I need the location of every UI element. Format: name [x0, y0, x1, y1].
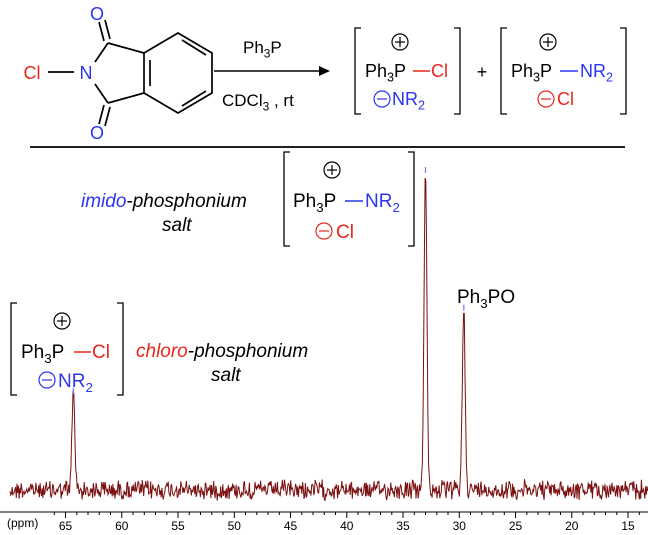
x-axis: 65 60 55 50 45 40 35 30 25 20 15 (ppm) [0, 511, 648, 533]
chloro-salt-label-line2: salt [211, 365, 241, 386]
c1-o-bond-a [98, 21, 105, 42]
chloro-salt-bracket [10, 302, 124, 396]
nmr-spectrum [9, 167, 648, 502]
product-2-cation: Ph3P [511, 61, 552, 85]
chloro-salt-minus-charge [38, 371, 56, 389]
product-1-anion: NR2 [392, 89, 425, 113]
x-tick-label: 65 [59, 519, 73, 533]
n-c2-bond [94, 83, 109, 104]
c1-o-bond-b [104, 19, 111, 40]
reagent-label: Ph3P [243, 38, 282, 60]
product-1-chlorine: Cl [431, 61, 448, 81]
imido-salt-cation: Ph3P [293, 191, 336, 215]
product-2-bracket [500, 27, 627, 115]
imido-salt-imide: NR2 [365, 191, 400, 215]
arrow-head [319, 66, 330, 76]
benzene-double-2 [181, 39, 207, 56]
x-tick-label: 30 [453, 519, 467, 533]
chloro-salt-label: chloro-phosphonium [136, 341, 308, 362]
imido-salt-label-line2: salt [162, 215, 192, 236]
n-c1-bond [94, 42, 109, 63]
x-tick-label: 15 [621, 519, 635, 533]
x-tick-label: 55 [171, 519, 185, 533]
oxygen-atom-top: O [90, 4, 104, 24]
product-2-anion: Cl [557, 89, 574, 109]
peak-tips [72, 167, 465, 394]
c2-o-bond-b [104, 106, 111, 127]
product-2-minus-charge [537, 90, 555, 108]
spectrum-trace [9, 177, 648, 502]
reaction-scheme: Cl N O O Ph3P CDCl3 , rt Ph3P Cl NR2 + [24, 4, 627, 143]
product-2-imide: NR2 [580, 61, 613, 85]
x-tick-label: 25 [509, 519, 523, 533]
x-tick-label: 40 [340, 519, 354, 533]
oxygen-atom-bottom: O [90, 123, 104, 143]
imido-salt-bracket [283, 151, 415, 247]
product-1-cation: Ph3P [365, 61, 406, 85]
chloro-salt-chlorine: Cl [92, 342, 110, 363]
benzene-double-3 [181, 90, 207, 107]
nitrogen-atom: N [80, 63, 93, 83]
conditions-label: CDCl3 , rt [222, 91, 294, 113]
oxide-label: Ph3PO [457, 287, 515, 311]
plus-sign: + [477, 62, 488, 82]
imido-salt-label: imido-phosphonium [81, 191, 247, 212]
product-1-plus-charge [391, 33, 409, 51]
x-tick-label: 35 [396, 519, 410, 533]
chlorine-atom: Cl [24, 63, 41, 83]
c1-ring-bond [107, 42, 145, 54]
product-1-bracket [354, 27, 461, 115]
chloro-salt-cation: Ph3P [21, 342, 64, 366]
imido-salt-minus-charge [315, 222, 333, 240]
c2-o-bond-a [98, 104, 105, 125]
x-axis-ticks: 65 60 55 50 45 40 35 30 25 20 15 [53, 512, 640, 533]
product-2-plus-charge [539, 33, 557, 51]
n-chlorophthalimide-structure [48, 19, 213, 127]
spectrum-annotations: imido-phosphonium salt Ph3P NR2 Cl Ph3PO [10, 151, 515, 396]
imido-salt-plus-charge [323, 161, 341, 179]
x-tick-label: 45 [284, 519, 298, 533]
x-tick-label: 60 [115, 519, 129, 533]
imido-salt-anion: Cl [336, 222, 354, 243]
c2-ring-bond [107, 92, 145, 104]
benzene-ring [143, 32, 213, 114]
chloro-salt-anion: NR2 [58, 371, 93, 395]
reaction-arrow [214, 66, 330, 76]
product-1-minus-charge [373, 90, 391, 108]
x-axis-unit: (ppm) [7, 516, 38, 530]
chloro-salt-plus-charge [53, 312, 71, 330]
x-tick-label: 50 [228, 519, 242, 533]
x-tick-label: 20 [565, 519, 579, 533]
